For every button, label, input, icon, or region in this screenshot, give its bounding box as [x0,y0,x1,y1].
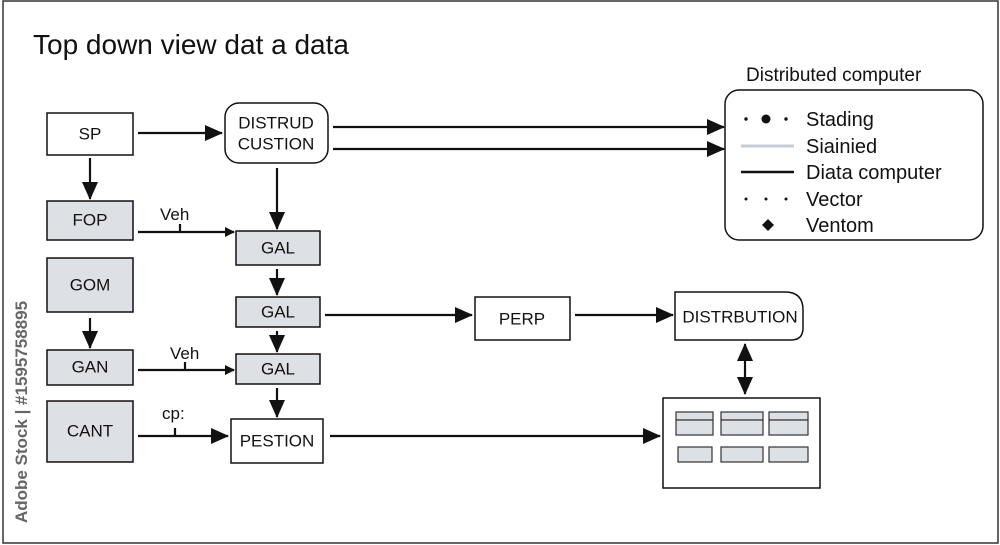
node-label: CUSTION [238,134,315,153]
node-distrud-custion: DISTRUD CUSTION [224,102,329,164]
node-label: PERP [499,309,545,328]
legend-title: Distributed computer [746,65,922,86]
legend-item-siainied: Siainied [741,136,877,158]
node-distrbution: DISTRBUTION [674,291,804,341]
node-gal-1: GAL [235,230,321,266]
node-sp: SP [46,112,134,156]
node-label: GOM [70,275,111,294]
node-label: PESTION [240,431,315,450]
node-label: GAL [261,302,295,321]
legend-item-vector: Vector [744,189,863,211]
legend-label: Vector [806,189,863,211]
diamond-icon [762,219,774,231]
node-label: CANT [67,421,113,440]
node-fop: FOP [46,200,134,241]
node-gal-2: GAL [235,296,321,328]
edge-label-veh: Veh [170,344,199,363]
node-label: GAL [261,359,295,378]
node-label: GAN [72,357,109,376]
edges [82,119,753,444]
legend-item-diata-computer: Diata computer [741,162,942,184]
node-cant: CANT [46,400,134,463]
legend-label: Diata computer [806,162,942,184]
node-label: SP [79,124,102,143]
node-gan: GAN [46,349,134,386]
node-pestion: PESTION [230,418,324,464]
legend-label: Ventom [806,215,874,237]
legend-item-ventom: Ventom [762,215,874,237]
diagram-title: Top down view dat a data [33,29,349,60]
node-gom: GOM [46,257,134,313]
legend: Stading Siainied Diata computer Vector V… [724,89,984,241]
node-perp: PERP [474,296,571,341]
node-gal-3: GAL [235,353,321,385]
legend-item-stading: Stading [744,109,874,131]
edge-label-cp: cp: [162,404,185,423]
legend-label: Stading [806,109,874,131]
watermark: Adobe Stock | #1595758895 [12,301,31,523]
node-label: DISTRBUTION [682,307,797,326]
node-label: FOP [73,210,108,229]
node-label: DISTRUD [238,113,314,132]
legend-label: Siainied [806,136,877,158]
node-label: GAL [261,238,295,257]
table-node [662,397,821,489]
edge-label-veh: Veh [160,205,189,224]
